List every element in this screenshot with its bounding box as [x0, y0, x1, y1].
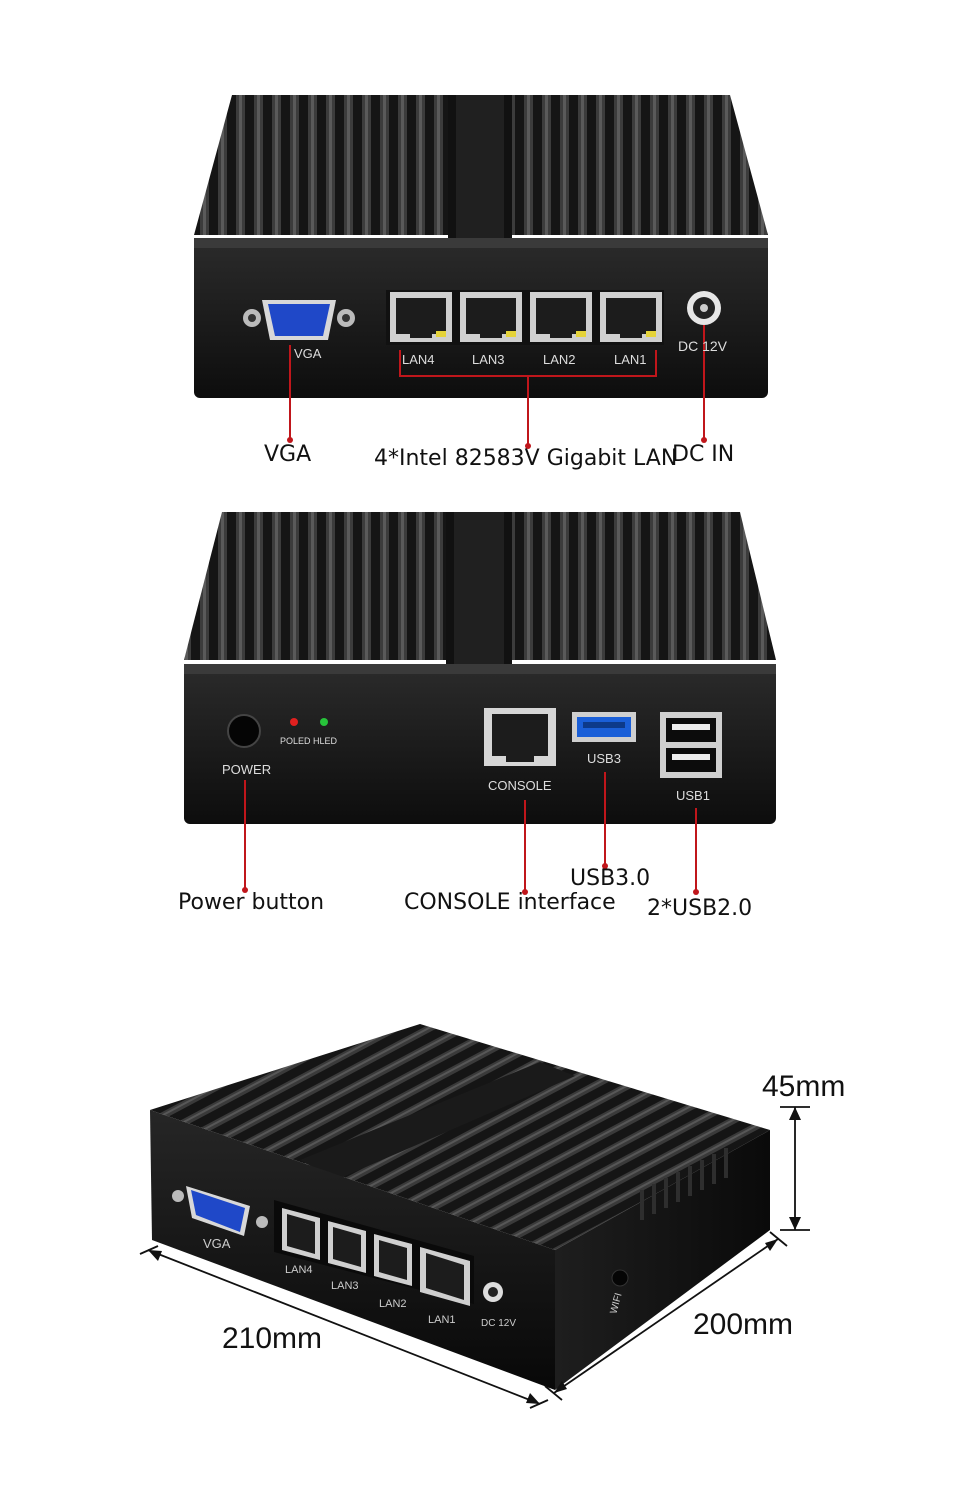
vga-port: [243, 300, 355, 340]
vga-port-label: VGA: [294, 346, 322, 361]
callout-lines: [244, 772, 697, 892]
side-panel: [555, 1130, 770, 1390]
heatsink-channel: [300, 1062, 575, 1180]
lan1-port-label: LAN1: [428, 1314, 456, 1326]
width-dimension: 210mm: [222, 1322, 323, 1355]
lan3-port-label: LAN3: [331, 1280, 359, 1292]
lan3-port-label: LAN3: [472, 352, 505, 367]
poled-led: [290, 718, 298, 726]
vga-port-label: VGA: [203, 1236, 231, 1251]
console-port-label: CONSOLE: [488, 778, 552, 793]
usb3-port-shape: [572, 712, 636, 742]
vga-callout: VGA: [264, 442, 312, 467]
lan4-port-label: LAN4: [285, 1264, 313, 1276]
lan4-port-label: LAN4: [402, 352, 435, 367]
console-interface-callout: CONSOLE interface: [404, 890, 616, 915]
power-button-shape: [227, 714, 261, 748]
lan-callout: 4*Intel 82583V Gigabit LAN: [374, 446, 678, 471]
power-button-callout: Power button: [178, 890, 325, 915]
device-front-illustration: [194, 95, 768, 449]
rear-panel: [184, 664, 776, 824]
device-rear-illustration: [184, 512, 776, 895]
dimension-lines: [139, 1106, 810, 1409]
console-port-shape: [484, 708, 556, 766]
lan-ports: [386, 290, 664, 345]
heatsink-fins: [150, 1024, 770, 1250]
usb1-port-label: USB1: [676, 788, 710, 803]
lan2-port-label: LAN2: [543, 352, 576, 367]
power-port-label: POWER: [222, 762, 272, 777]
lan2-port-label: LAN2: [379, 1298, 407, 1310]
usb2-callout: 2*USB2.0: [647, 896, 753, 921]
usb2-ports-shape: [660, 712, 722, 778]
usb3-port-label: USB3: [587, 751, 621, 766]
hled-led: [320, 718, 328, 726]
dc-port-label: DC 12V: [481, 1318, 517, 1329]
dc-jack: [687, 291, 721, 325]
usb3-callout: USB3.0: [570, 866, 651, 891]
callout-lines: [289, 325, 705, 446]
dc-in-callout: DC IN: [672, 442, 735, 467]
height-dimension: 45mm: [762, 1070, 846, 1103]
device-perspective-illustration: [139, 1024, 810, 1409]
vga-port-shape: [172, 1186, 268, 1236]
depth-dimension: 200mm: [693, 1308, 794, 1341]
wifi-antenna-hole: [611, 1269, 629, 1287]
poled-label: POLED: [280, 736, 311, 746]
hled-label: HLED: [313, 736, 338, 746]
lan1-port-label: LAN1: [614, 352, 647, 367]
side-vents: [640, 1148, 728, 1220]
dc-port-label: DC 12V: [678, 338, 728, 354]
lan-ports-shape: [274, 1200, 474, 1306]
